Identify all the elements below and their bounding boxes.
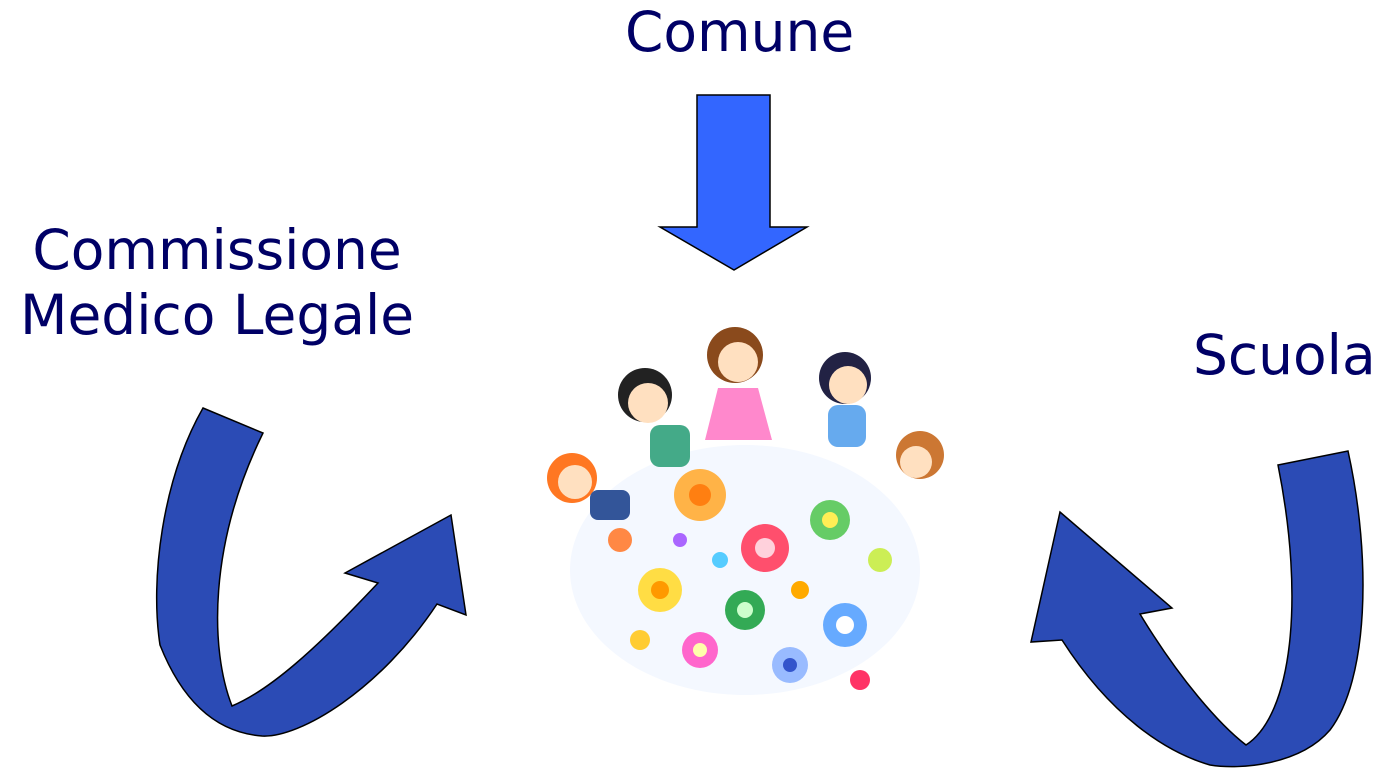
child-figure [547, 453, 630, 520]
label-scuola: Scuola [1193, 323, 1376, 387]
arrow-curved-commissione [155, 407, 467, 737]
child-figure [705, 327, 772, 440]
label-comune: Comune [625, 0, 855, 64]
child-figure [618, 368, 690, 467]
label-commissione-line2: Medico Legale [20, 282, 415, 347]
arrow-curved-scuola [1030, 450, 1364, 768]
label-commissione-medico-legale: Commissione Medico Legale [20, 218, 414, 348]
arrow-down-comune [657, 94, 810, 271]
child-figure [819, 352, 871, 447]
children-with-flowers-illustration [547, 327, 944, 695]
child-figure [896, 431, 944, 479]
label-commissione-line1: Commissione [32, 218, 402, 282]
